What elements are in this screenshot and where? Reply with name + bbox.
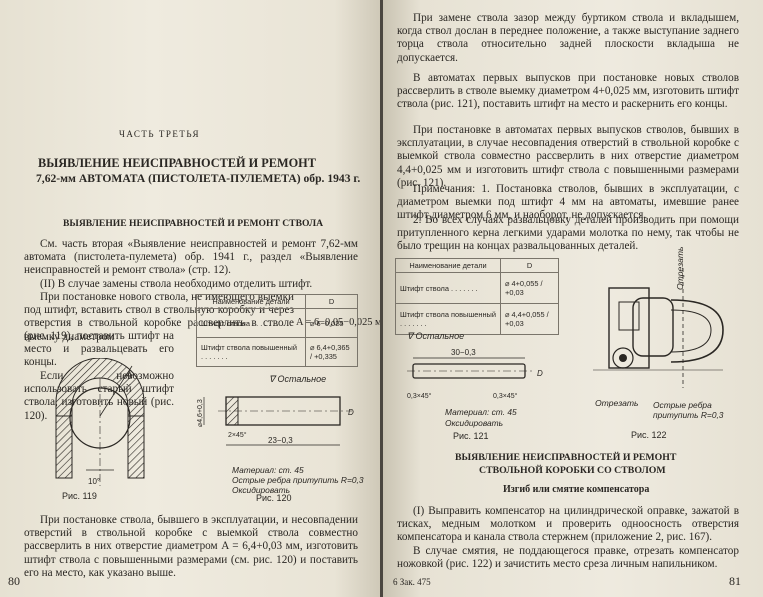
paragraph-3b: (рис. 119), поставить штифт на место и р… [24,330,174,369]
left-page: ЧАСТЬ ТРЕТЬЯ ВЫЯВЛЕНИЕ НЕИСПРАВНОСТЕЙ И … [0,0,380,597]
table-header-d: D [305,294,358,309]
fig119-dim-A: A [125,370,132,380]
table-row: Штифт ствола повышенный . . . . . . . ⌀ … [196,337,358,367]
footer-signature: 6 Зак. 475 [393,577,431,587]
figure-121-caption: Рис. 121 [453,431,489,441]
book-gutter [380,0,383,597]
figure-122-caption: Рис. 122 [631,430,667,440]
r-paragraph-5: В случае смятия, не поддающегося правке,… [397,545,739,571]
fig120-dim-chamfer: 2×45° [228,431,247,439]
bottom-paragraph: При постановке ствола, бывшего в эксплуа… [24,514,358,579]
chapter-title-line2: 7,62-мм АВТОМАТА (ПИСТОЛЕТА-ПУЛЕМЕТА) об… [36,172,361,185]
fig121-dim-D: D [537,369,543,378]
r-paragraph-4: (I) Выправить компенсатор на цилиндричес… [397,505,739,544]
figure-120-caption: Рис. 120 [256,493,292,503]
fig121-note2: Оксидировать [445,418,504,428]
fig120-dim-dia: ⌀4,6+0,3 [197,399,204,427]
fig120-note3: Оксидировать [232,485,291,495]
r-pin-size-table: Наименование детали D Штифт ствола . . .… [395,258,559,335]
chapter-title-line1: ВЫЯВЛЕНИЕ НЕИСПРАВНОСТЕЙ И РЕМОНТ [38,156,316,170]
r-table-header-name: Наименование детали [395,258,501,273]
pin-size-table: Наименование детали D Штифт ствола . . .… [196,294,358,367]
figure-119-caption: Рис. 119 [62,491,97,501]
r-note-1: Примечания: 1. Постановка стволов, бывши… [397,183,739,222]
r-paragraph-1: При замене ствола зазор между буртиком с… [397,12,739,64]
fig122-note: Острые ребра притупить R=0,3 [653,400,724,420]
fig121-dim-ch1: 0,3×45° [407,392,432,400]
r-section-title-1: ВЫЯВЛЕНИЕ НЕИСПРАВНОСТЕЙ И РЕМОНТ [455,452,677,463]
r-table-header-d: D [500,258,559,273]
paragraph-1: См. часть вторая «Выявление неисправност… [24,238,358,277]
section-title: ВЫЯВЛЕНИЕ НЕИСПРАВНОСТЕЙ И РЕМОНТ СТВОЛА [63,218,324,229]
right-page: При замене ствола зазор между буртиком с… [383,0,763,597]
fig120-rest-note: ∇ Остальное [269,374,327,384]
r-paragraph-3: При постановке в автоматах первых выпуск… [397,124,739,189]
page-number-right: 81 [729,574,741,588]
table-row: Штифт ствола повышенный . . . . . . . ⌀ … [395,303,559,335]
table-header-name: Наименование детали [196,294,306,309]
table-row: Штифт ствола . . . . . . . ⌀ 4+0,055 / +… [395,272,559,304]
fig121-rest-note: ∇ Остальное [407,331,465,341]
fig122-cut-label-1: Отрезать [675,246,685,290]
figure-120-drawing: ⌀4,6+0,3 D 23−0,3 2×45° [197,396,354,446]
fig121-dim-len: 30−0,3 [451,348,476,357]
page-number-left: 80 [8,574,20,588]
figure-121-drawing: 30−0,3 D 0,3×45° 0,3×45° [407,348,543,400]
r-paragraph-2: В автоматах первых выпусков при постанов… [397,72,739,111]
fig120-note2: Острые ребра притупить R=0,3 [232,475,364,485]
paragraph-2: (II) В случае замены ствола необходимо о… [40,278,313,290]
fig121-note1: Материал: ст. 45 [445,407,517,417]
fig119-dim-angle: 10° [88,477,100,486]
fig121-dim-ch2: 0,3×45° [493,392,518,400]
figure-122-drawing [593,268,724,388]
fig120-dim-len: 23−0,3 [268,436,293,445]
figure-119-drawing: A 10° [55,358,145,486]
fig120-D-label: D [348,408,354,417]
part-label: ЧАСТЬ ТРЕТЬЯ [119,129,201,139]
fig120-note1: Материал: ст. 45 [232,465,304,475]
fig122-cut-label-2: Отрезать [595,398,639,408]
r-note-2: 2. Во всех случаях развальцовку деталей … [397,214,739,253]
table-row: Штифт ствола . . . . . . . ⌀ 6−0,025 [196,308,358,338]
r-section-title-2: СТВОЛЬНОЙ КОРОБКИ СО СТВОЛОМ [479,465,666,476]
r-subsection-title: Изгиб или смятие компенсатора [503,484,650,495]
